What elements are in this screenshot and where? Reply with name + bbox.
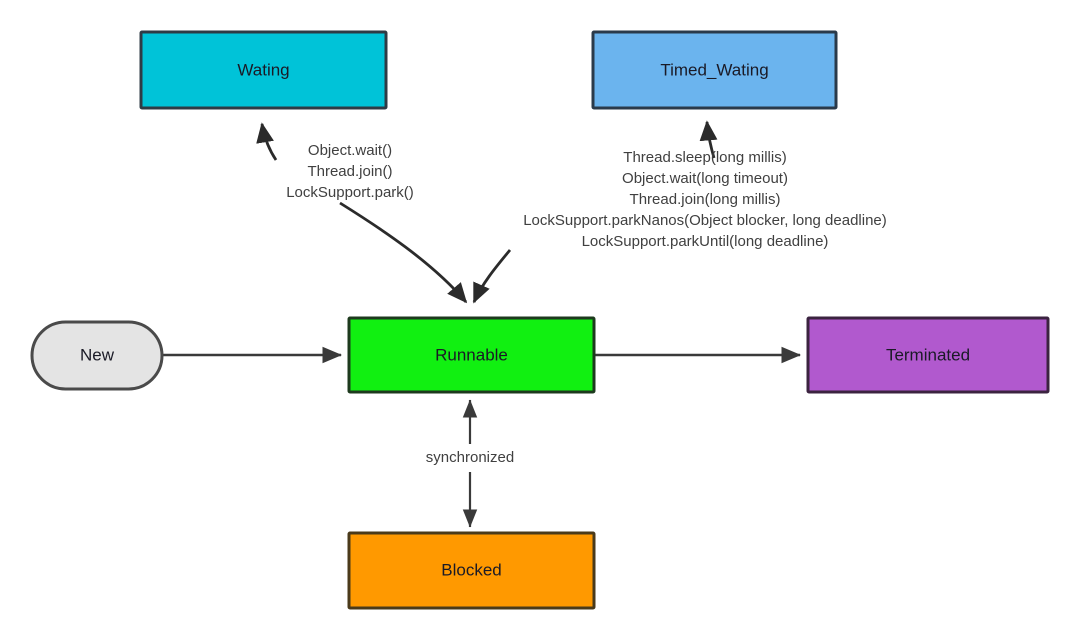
- waiting-transition-annotation: Object.wait() Thread.join() LockSupport.…: [286, 142, 414, 201]
- arrow-waiting-to-runnable: [339, 201, 468, 304]
- node-blocked[interactable]: Blocked: [347, 531, 596, 610]
- node-runnable-shape[interactable]: [347, 316, 596, 394]
- edge-timed-waiting-to-runnable: [472, 249, 512, 304]
- edge-label-text: synchronized: [426, 449, 514, 466]
- edge-waiting-to-runnable: [339, 201, 468, 304]
- node-timed-waiting[interactable]: Timed_Wating: [591, 30, 838, 110]
- node-new-label: New: [80, 345, 115, 364]
- node-runnable-label: Runnable: [435, 345, 508, 364]
- annotation-line: Object.wait(long timeout): [622, 170, 788, 187]
- edge-runnable-to-timed-waiting: [699, 120, 718, 159]
- node-terminated-shape[interactable]: [806, 316, 1050, 394]
- arrow-timed-waiting-to-runnable: [472, 249, 512, 304]
- node-waiting-shape[interactable]: [139, 30, 388, 110]
- node-timed-waiting-shape[interactable]: [591, 30, 838, 110]
- arrow-runnable-to-timed-waiting: [699, 120, 718, 159]
- node-new-shape[interactable]: [30, 320, 164, 391]
- node-blocked-shape[interactable]: [347, 531, 596, 610]
- edge-label-synchronized: synchronized: [426, 449, 514, 466]
- annotation-line: LockSupport.parkUntil(long deadline): [582, 233, 829, 250]
- node-waiting-label: Wating: [237, 60, 289, 79]
- node-timed-waiting-label: Timed_Wating: [660, 60, 768, 79]
- node-new[interactable]: New: [30, 320, 164, 391]
- annotation-line: Thread.join(): [307, 163, 392, 180]
- node-terminated[interactable]: Terminated: [806, 316, 1050, 394]
- annotation-line: Object.wait(): [308, 142, 392, 159]
- annotation-line: LockSupport.parkNanos(Object blocker, lo…: [523, 212, 887, 229]
- annotation-line: Thread.join(long millis): [630, 191, 781, 208]
- timed-waiting-transition-annotation: Thread.sleep(long millis) Object.wait(lo…: [523, 149, 887, 250]
- node-terminated-label: Terminated: [886, 345, 970, 364]
- node-blocked-label: Blocked: [441, 560, 501, 579]
- arrow-runnable-to-waiting: [256, 122, 278, 161]
- edge-runnable-to-waiting: [256, 122, 278, 161]
- annotation-line: Thread.sleep(long millis): [623, 149, 786, 166]
- annotation-line: LockSupport.park(): [286, 184, 414, 201]
- node-runnable[interactable]: Runnable: [347, 316, 596, 394]
- node-waiting[interactable]: Wating: [139, 30, 388, 110]
